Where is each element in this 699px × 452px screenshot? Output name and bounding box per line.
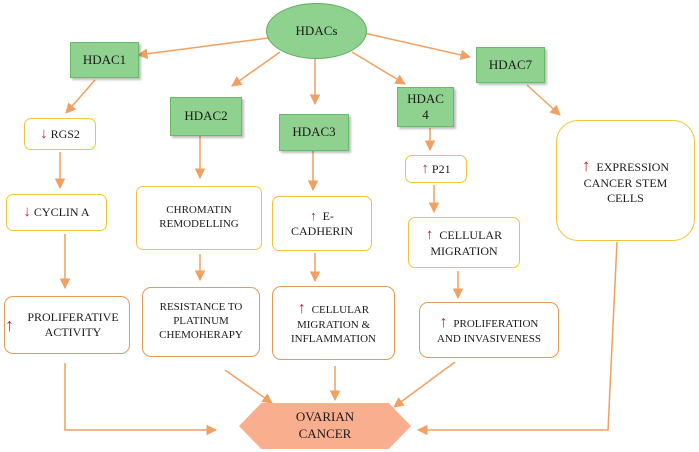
down-arrow-icon: ↓ (40, 125, 48, 142)
up-arrow-icon: ↑ (425, 226, 434, 243)
arrow-prolif-invasive-ovarian (393, 361, 456, 408)
ovarian-cancer-node: OVARIAN CANCER (239, 403, 411, 449)
pi-text: ↑ PROLIFERATION AND INVASIVENESS (432, 313, 546, 347)
hdac2-label: HDAC2 (184, 108, 228, 124)
hdac2-node: HDAC2 (170, 97, 242, 136)
hdac3-label: HDAC3 (292, 124, 336, 140)
up-arrow-icon: ↑ (581, 155, 591, 175)
arrow-hdac1-rgs2 (65, 79, 96, 114)
chromatin-remodelling-label: CHROMATIN REMODELLING (159, 204, 239, 230)
cyclin-a-node: ↓ CYCLIN A (6, 194, 107, 231)
chromatin-remodelling-node: CHROMATIN REMODELLING (136, 186, 262, 250)
arrow-hdacs-hdac4 (351, 51, 406, 85)
e-cadherin-text: ↑ E- CADHERIN (287, 208, 357, 239)
hdac4-node: HDAC 4 (397, 87, 454, 127)
csc-text: ↑ EXPRESSION CANCER STEM CELLS (569, 155, 682, 206)
e-cadherin-label: E- CADHERIN (291, 208, 353, 239)
hdac7-node: HDAC7 (476, 47, 545, 83)
proliferation-invasiveness-label: PROLIFERATION AND INVASIVENESS (436, 318, 541, 346)
up-arrow-icon: ↑ (297, 300, 306, 318)
expression-csc-node: ↑ EXPRESSION CANCER STEM CELLS (556, 120, 695, 241)
up-arrow-icon: ↑ (310, 207, 317, 223)
cmi-text: ↑ CELLULAR MIGRATION & INFLAMMATION (281, 299, 386, 347)
resistance-label: RESISTANCE TO PLATINUM CHEMOHERAPY (159, 301, 243, 341)
arrow-hdacs-hdac2 (231, 51, 281, 87)
up-arrow-icon: ↑ (5, 314, 14, 335)
hdac4-label: HDAC 4 (407, 90, 444, 122)
up-arrow-icon: ↑ (421, 160, 429, 177)
rgs2-label: RGS2 (50, 126, 80, 141)
hdacs-node: HDACs (266, 3, 367, 59)
e-cadherin-node: ↑ E- CADHERIN (272, 196, 372, 251)
arrow-hdac7-expression (526, 84, 561, 116)
rgs2-node: ↓ RGS2 (24, 118, 96, 150)
cellular-migration-node: ↑ CELLULAR MIGRATION (408, 217, 520, 268)
cm-text: ↑ CELLULAR MIGRATION (419, 226, 509, 260)
ovarian-cancer-label: OVARIAN CANCER (295, 409, 355, 441)
cellular-migration-label: CELLULAR MIGRATION (430, 227, 503, 259)
cyclin-a-label: CYCLIN A (33, 205, 90, 219)
proliferative-activity-node: ↑ PROLIFERATIVE ACTIVITY (4, 296, 130, 354)
proliferation-invasiveness-node: ↑ PROLIFERATION AND INVASIVENESS (419, 302, 559, 358)
proliferative-activity-label: PROLIFERATIVE ACTIVITY (27, 310, 119, 339)
arrow-hdacs-hdac7 (363, 32, 472, 61)
arrow-resistance-ovarian (224, 369, 273, 404)
up-arrow-icon: ↑ (439, 314, 448, 332)
arrow-right-ovarian (416, 241, 618, 436)
hdac1-label: HDAC1 (82, 51, 127, 67)
arrow-left-ovarian (64, 363, 218, 436)
p21-node: ↑ P21 (405, 155, 467, 183)
cellular-migration-inflammation-node: ↑ CELLULAR MIGRATION & INFLAMMATION (272, 286, 395, 360)
arrow-hdacs-hdac1 (136, 37, 269, 59)
down-arrow-icon: ↓ (23, 204, 31, 221)
hdac1-node: HDAC1 (70, 42, 139, 78)
cellular-migration-inflammation-label: CELLULAR MIGRATION & INFLAMMATION (291, 304, 376, 345)
hdacs-label: HDACs (295, 22, 338, 38)
resistance-node: RESISTANCE TO PLATINUM CHEMOHERAPY (142, 287, 260, 357)
expression-csc-label: EXPRESSION CANCER STEM CELLS (583, 159, 670, 206)
hdac7-label: HDAC7 (488, 56, 533, 72)
hdac3-node: HDAC3 (279, 114, 349, 151)
p21-label: P21 (431, 161, 451, 176)
